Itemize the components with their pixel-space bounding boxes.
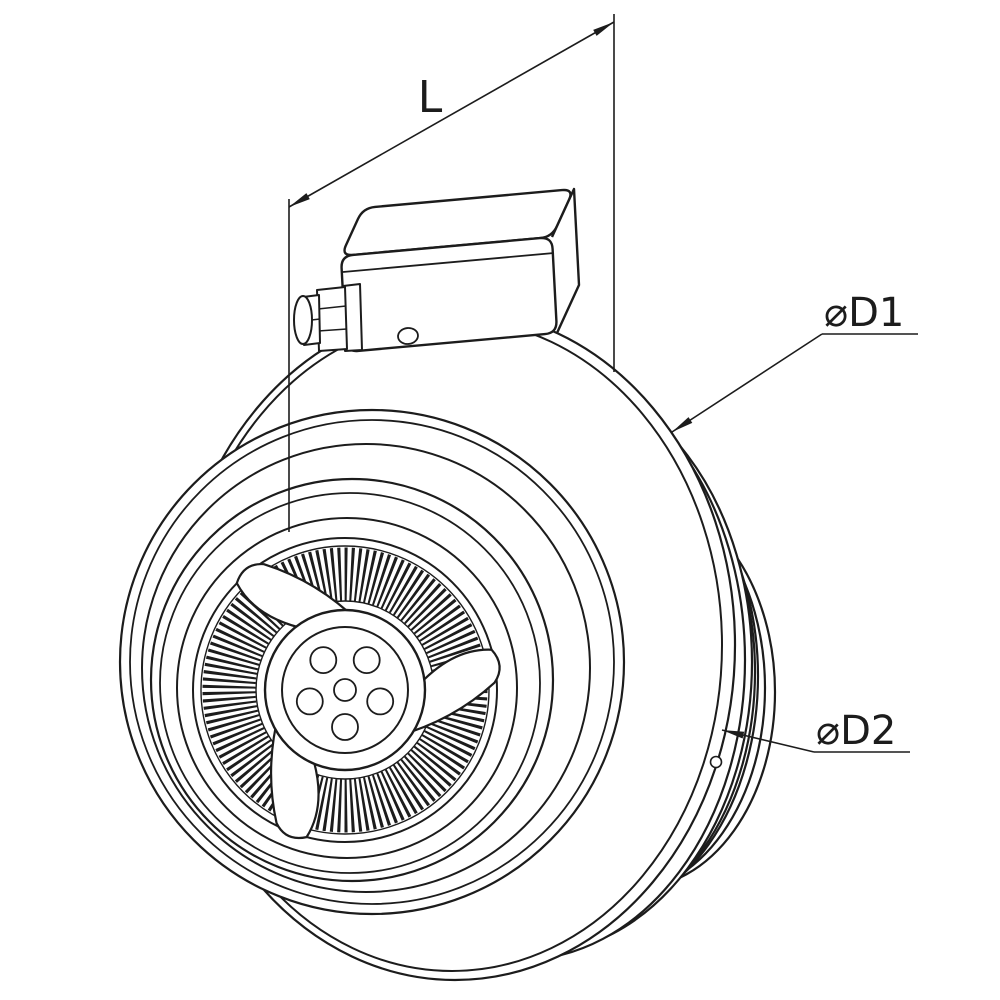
hub-bolt-hole [366,687,395,716]
gland-cap [293,295,313,345]
impeller-hub [263,608,427,772]
dimension-annotations: L ⌀D1 ⌀D2 [288,14,918,754]
dimension-arrowhead-left [289,193,310,207]
shroud-outer-edge [200,545,490,835]
d1-arrowhead [672,417,693,432]
hub-bolt-hole [352,646,381,674]
d2-arrowhead [722,730,745,739]
junction-box-lid-seam [342,252,555,273]
junction-box-front-face [340,236,558,353]
gland-hex-nut [316,286,348,352]
impeller [200,545,501,840]
hub-bolt-hole [295,687,324,716]
gland-hex-facet [317,328,348,332]
hub-bolt-hole [309,646,338,674]
junction-box-right-edge [550,187,581,334]
inlet-flange-seam [159,492,541,874]
inlet-flange-ring [149,477,555,883]
leader-d2: ⌀D2 [721,708,910,754]
dimension-length: L [288,14,615,532]
body-rivet-detail [709,755,723,769]
impeller-blades [235,563,501,840]
hub-inner-circle [281,626,409,754]
dimension-line [288,21,615,208]
hub-bolt-hole [331,713,359,741]
junction-box-screw-hole [397,327,419,345]
junction-box [340,187,581,353]
leader-d1: ⌀D1 [671,290,918,433]
cable-gland [293,283,363,352]
hub-center-hole [333,678,357,702]
d2-label: ⌀D2 [816,708,896,754]
blade-tip-circle [192,537,498,843]
gland-hex-facet [317,305,347,310]
inlet-lip-ring [176,517,518,859]
dimension-arrowhead-right [593,22,614,36]
d1-leader-line [671,333,823,433]
bell-outer-seam [129,419,615,905]
bell-mid-ring [141,443,591,893]
d1-label: ⌀D1 [824,290,904,336]
length-label: L [418,72,443,123]
